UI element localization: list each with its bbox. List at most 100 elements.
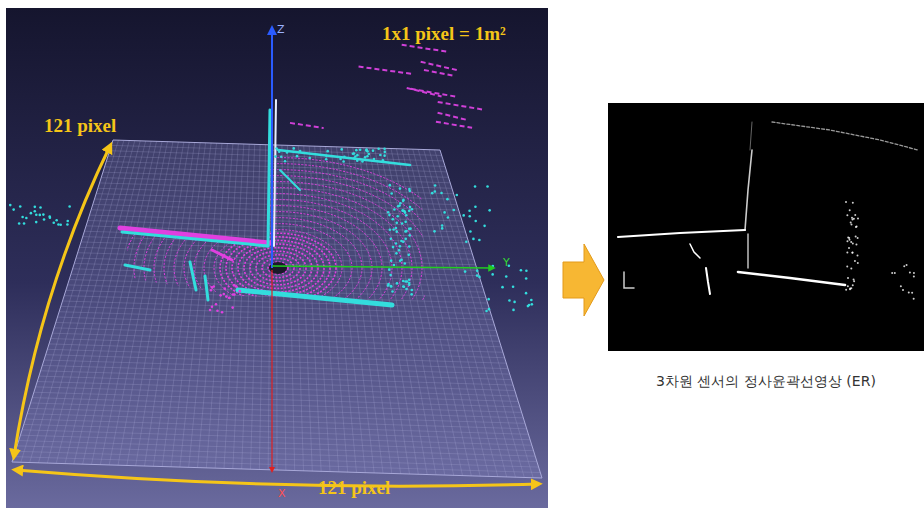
scan-point [373, 158, 376, 161]
scan-point [410, 293, 413, 296]
scan-point [474, 220, 477, 223]
scan-point [408, 188, 411, 191]
contour-dots [845, 201, 915, 300]
scan-point [353, 152, 356, 155]
scan-ring [184, 212, 372, 325]
scan-point [222, 293, 225, 296]
scan-point [390, 238, 393, 241]
contour-line [624, 272, 634, 288]
scan-point [404, 262, 407, 265]
contour-line [738, 272, 845, 285]
grid-plane [12, 140, 542, 478]
contour-dot [847, 285, 849, 287]
scan-point [433, 230, 436, 233]
scan-point [39, 206, 42, 209]
axis-label: Z [277, 24, 285, 36]
wall-points [274, 100, 276, 246]
scan-point [19, 205, 22, 208]
wall-points [238, 290, 392, 305]
wall-points [278, 150, 410, 165]
scan-point [57, 223, 60, 226]
scan-point [405, 230, 408, 233]
scan-point [392, 228, 395, 231]
scan-point [299, 150, 302, 153]
wall-points [268, 110, 270, 246]
scan-point [354, 155, 357, 158]
scan-ring [104, 164, 452, 373]
dimension-arc [14, 146, 110, 456]
scan-point [391, 290, 394, 293]
scan-point [527, 305, 530, 308]
scan-point [488, 308, 491, 311]
scan-point [364, 156, 367, 159]
scan-ring [154, 194, 402, 343]
wall-points [122, 232, 268, 246]
scan-point [284, 160, 287, 163]
contour-dot [891, 272, 893, 274]
scan-point [478, 239, 481, 242]
scan-point [395, 230, 398, 233]
scan-point [210, 289, 213, 292]
image-caption: 3차원 센서의 정사윤곽선영상 (ER) [656, 374, 876, 389]
dimension-label: 121 pixel [318, 478, 390, 499]
scan-point [399, 245, 402, 248]
contour-dot [906, 264, 908, 266]
scan-point [398, 204, 401, 207]
scan-point [446, 198, 449, 201]
scan-point [209, 309, 212, 312]
scan-point [408, 284, 411, 287]
scan-point [388, 214, 391, 217]
scan-point [280, 156, 283, 159]
scan-point [275, 147, 278, 150]
scan-point [361, 160, 364, 163]
scan-point [39, 214, 42, 217]
contour-dot [850, 222, 852, 224]
scan-point [395, 227, 398, 230]
scan-point [224, 287, 227, 290]
far-points [438, 113, 467, 120]
scan-point [391, 218, 394, 221]
scan-point [405, 214, 408, 217]
scan-point [411, 289, 414, 292]
scan-point [402, 280, 405, 283]
scan-ring [114, 170, 442, 367]
grid-line [429, 150, 524, 478]
scan-point [525, 292, 528, 295]
scan-point [211, 305, 214, 308]
scan-point [239, 290, 242, 293]
scan-point [34, 206, 37, 209]
scan-point [395, 222, 398, 225]
far-points [436, 122, 472, 128]
contour-dot [911, 292, 913, 294]
scan-point [52, 221, 55, 224]
block-arrow [563, 244, 604, 316]
wall-points [120, 228, 270, 243]
contour-dot [857, 217, 859, 219]
scan-point [396, 282, 399, 285]
scan-ring [238, 244, 318, 292]
scan-point [228, 297, 231, 300]
scan-point [476, 270, 479, 273]
x-axis [271, 270, 272, 470]
scan-point [520, 269, 523, 272]
scan-ring [244, 248, 312, 289]
scan-point [296, 155, 299, 158]
scan-point [383, 147, 386, 150]
scan-point [486, 185, 489, 188]
scan-point [530, 299, 533, 302]
scan-point [508, 299, 511, 302]
scan-point [343, 156, 346, 159]
scan-point [441, 227, 444, 230]
scan-point [390, 192, 393, 195]
scan-point [407, 254, 410, 257]
scan-point [367, 153, 370, 156]
scan-point [325, 158, 328, 161]
scan-point [339, 158, 342, 161]
scan-point [505, 275, 508, 278]
contour-dot [909, 271, 911, 273]
scan-point [396, 215, 399, 218]
grid-line [396, 149, 471, 476]
contour-line [747, 234, 748, 268]
scan-point [399, 187, 402, 190]
scan-point [388, 268, 391, 271]
